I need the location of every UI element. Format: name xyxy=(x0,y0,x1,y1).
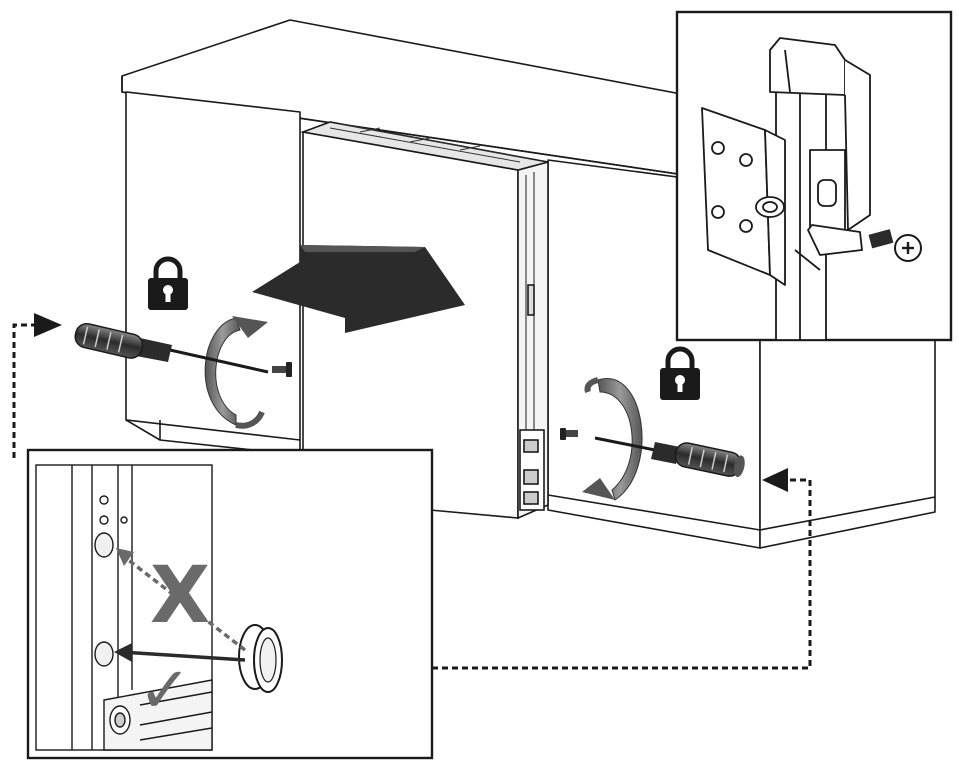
wrong-mark: X xyxy=(150,551,210,641)
leader-arrowhead xyxy=(34,313,62,337)
padlock-icon xyxy=(660,346,700,400)
hinge-bracket xyxy=(701,37,871,341)
left-cabinet-body xyxy=(125,91,301,456)
leader-lines xyxy=(12,323,812,670)
inset-hinge-detail xyxy=(675,10,953,342)
wrong-position-arrow xyxy=(116,550,247,652)
right-mark: ✓ xyxy=(138,654,192,728)
countertop-edge xyxy=(121,76,706,179)
padlock-icon xyxy=(148,256,188,310)
cover-cap xyxy=(238,624,283,693)
screw-icon xyxy=(868,229,922,262)
rotation-arrow-icon xyxy=(204,316,268,429)
screw-icon xyxy=(272,362,292,377)
screwdriver-icon xyxy=(594,436,745,478)
insertion-arrow-icon xyxy=(252,245,465,333)
screwdriver-icon xyxy=(74,323,269,374)
inset-cover-cap-detail xyxy=(26,448,434,760)
correct-position-arrow xyxy=(121,650,246,662)
leader-arrowhead xyxy=(762,468,788,492)
screw-icon xyxy=(560,428,578,440)
rotation-arrow-icon xyxy=(582,377,643,501)
dishwasher-appliance xyxy=(299,121,549,520)
